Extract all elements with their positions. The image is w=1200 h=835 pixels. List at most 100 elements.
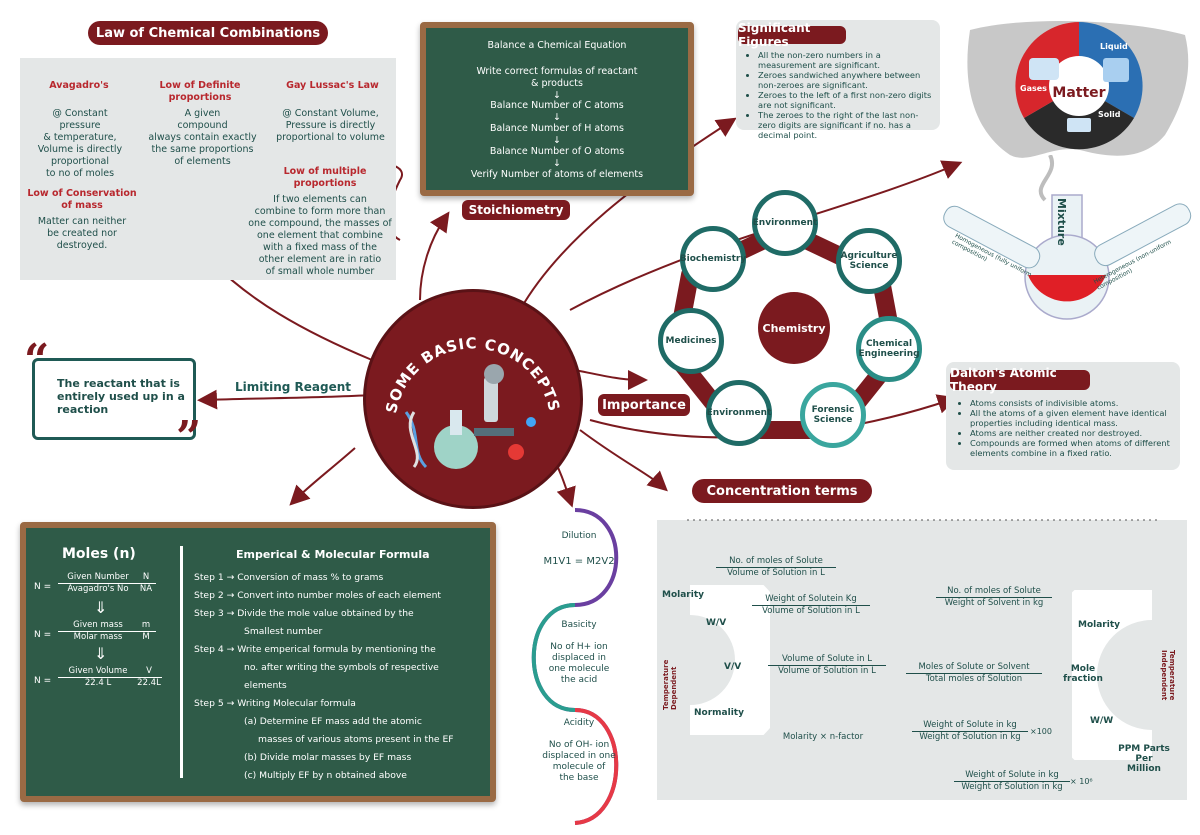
node-medicines: Medicines (658, 308, 724, 374)
emp-step3-b: Smallest number (244, 626, 323, 637)
basicity-heading: Basicity (561, 620, 597, 630)
arrow-down-icon: ↓ (553, 90, 561, 101)
node-environment-bottom: Environment (706, 380, 772, 446)
node-environment-top: Environment (752, 190, 818, 256)
emp-step4: Step 4 → Write emperical formula by ment… (194, 644, 436, 655)
stoichiometry-label: Stoichiometry (462, 200, 570, 220)
wave-ribbon (531, 508, 619, 825)
moles-n-label: N = (34, 676, 52, 686)
temp-independent-label: Temperature Independent (1160, 650, 1176, 701)
temp-dependent-label: Temperature Dependent (662, 659, 678, 710)
center-title-text: SOME BASIC CONCEPTS OF CHEMISTRY (366, 292, 563, 415)
chemistry-center: Chemistry (758, 292, 830, 364)
center-title-arc: SOME BASIC CONCEPTS OF CHEMISTRY (366, 292, 564, 469)
balance-step5: Verify Number of atoms of elements (470, 169, 644, 180)
balance-step2: Balance Number of C atoms (490, 100, 624, 111)
moles-n-label: N = (34, 630, 52, 640)
solid-label: Solid (1098, 110, 1121, 119)
mixture-flask (943, 155, 1192, 320)
dalton-title: Dalton's Atomic Theory (950, 366, 1090, 394)
balance-title: Balance a Chemical Equation (487, 40, 627, 51)
balance-step3: Balance Number of H atoms (490, 123, 624, 134)
emp-step3: Step 3 → Divide the mole value obtained … (194, 608, 414, 619)
arrow-down-icon: ↓ (553, 112, 561, 123)
quote-close-icon: ” (176, 412, 202, 463)
liquid-label: Liquid (1100, 42, 1128, 51)
dilution-heading: Dilution (561, 531, 597, 541)
left-molarity-label: Molarity (662, 590, 704, 600)
left-wv-label: W/V (706, 618, 727, 628)
balance-board: Balance a Chemical Equation Write correc… (420, 22, 694, 196)
importance-label: Importance (598, 394, 690, 416)
emp-step5-a2: masses of various atoms present in the E… (258, 734, 454, 745)
arrow-down-icon: ⇓ (94, 598, 108, 617)
dalton-panel: Dalton's Atomic Theory Atoms consists of… (946, 362, 1180, 470)
dilution-text: M1V1 = M2V2 (543, 556, 615, 567)
emp-step5-b: (b) Divide molar masses by EF mass (244, 752, 412, 763)
left-vv-label: V/V (724, 662, 742, 672)
ppm-multiplier: × 10⁶ (1070, 777, 1093, 786)
emp-step4-b: no. after writing the symbols of respect… (244, 662, 439, 673)
emp-step1: Step 1 → Conversion of mass % to grams (194, 572, 384, 583)
panel-rings (687, 519, 1157, 521)
limiting-quote-box: The reactant that is entirely used up in… (32, 358, 196, 440)
normality-formula: Molarity × n-factor (782, 732, 864, 742)
emp-step5-c: (c) Multiply EF by n obtained above (244, 770, 407, 781)
ww-multiplier: ×100 (1030, 727, 1052, 736)
left-segment-arc (690, 585, 770, 735)
matter-circle (1015, 22, 1143, 150)
gay-lussac-heading: Gay Lussac's Law (286, 80, 379, 91)
limiting-reagent-label: Limiting Reagent (235, 380, 352, 394)
moles-title: Moles (n) (62, 546, 136, 562)
right-molefraction-label: Mole fraction (1063, 664, 1103, 684)
left-normality-label: Normality (694, 708, 744, 718)
sigfig-panel: Significant Figures All the non-zero num… (736, 20, 940, 140)
moles-n-label: N = (34, 582, 52, 592)
board-divider (180, 546, 183, 778)
node-biochemistry: Biochemistry (680, 226, 746, 292)
concentration-title: Concentration terms (692, 479, 872, 503)
node-chemical-engineering: Chemical Engineering (856, 316, 922, 382)
gases-label: Gases (1020, 84, 1047, 93)
emp-step2: Step 2 → Convert into number moles of ea… (194, 590, 441, 601)
limiting-quote-text: The reactant that is entirely used up in… (57, 377, 185, 416)
node-forensic: Forensic Science (800, 382, 866, 448)
empirical-title: Emperical & Molecular Formula (236, 548, 430, 561)
acidity-heading: Acidity (563, 718, 595, 728)
sigfig-list: All the non-zero numbers in a measuremen… (748, 50, 936, 140)
arrow-down-icon: ↓ (553, 135, 561, 146)
right-segment-arc (1072, 590, 1152, 760)
avogadro-heading: Avagadro's (49, 80, 109, 91)
law-title: Law of Chemical Combinations (88, 21, 328, 45)
quote-open-icon: “ (24, 335, 50, 386)
arrow-down-icon: ↓ (553, 158, 561, 169)
matter-label: Matter (1052, 85, 1106, 101)
svg-text:SOME BASIC CONCEPTS OF CHEMIST: SOME BASIC CONCEPTS OF CHEMISTRY (366, 292, 564, 415)
node-agriculture: Agriculture Science (836, 228, 902, 294)
arrow-down-icon: ⇓ (94, 644, 108, 663)
balance-step1: Write correct formulas of reactant& prod… (476, 66, 638, 89)
right-ww-label: W/W (1090, 716, 1114, 726)
